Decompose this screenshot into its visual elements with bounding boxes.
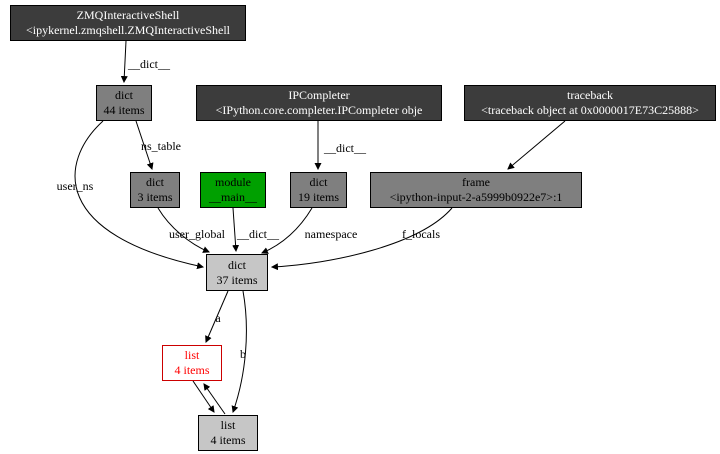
edge-dict37-to-lista	[205, 290, 229, 343]
node-traceback: traceback <traceback object at 0x0000017…	[464, 85, 716, 121]
edge-label-dict-ipc: __dict__	[323, 141, 367, 155]
edge-dict3-to-dict37	[157, 207, 210, 253]
edge-label-dict-module: __dict__	[236, 227, 280, 241]
node-dict-19-items: dict 19 items	[290, 172, 347, 208]
node-title: module	[215, 175, 251, 189]
edge-module-to-dict37	[232, 207, 240, 253]
edge-label-a: a	[215, 311, 221, 325]
node-subtitle: 3 items	[137, 190, 173, 204]
node-title: list	[184, 348, 200, 362]
node-subtitle: <ipython-input-2-a5999b0922e7>:1	[389, 190, 563, 204]
node-title: traceback	[567, 88, 613, 102]
node-title: dict	[146, 175, 164, 189]
node-subtitle: <traceback object at 0x0000017E73C25888>	[481, 103, 699, 117]
edge-traceback-to-frame	[507, 120, 566, 170]
edge-dict44-to-dict3	[135, 120, 154, 170]
node-subtitle: 4 items	[174, 363, 210, 377]
edge-label-b: b	[240, 347, 246, 361]
edge-label-ns-table: ns_table	[141, 139, 181, 153]
node-dict-44-items: dict 44 items	[96, 85, 152, 121]
edge-label-user-ns: user_ns	[57, 179, 94, 193]
node-title: dict	[115, 88, 133, 102]
node-zmqinteractiveshell: ZMQInteractiveShell <ipykernel.zmqshell.…	[10, 5, 246, 41]
node-list-b-4-items: list 4 items	[198, 415, 258, 451]
node-title: frame	[462, 175, 490, 189]
edge-dict19-to-dict37	[261, 207, 313, 254]
edge-label-f-locals: f_locals	[402, 227, 440, 241]
node-title: dict	[228, 257, 246, 272]
edge-label-dict: __dict__	[127, 57, 171, 71]
node-subtitle: 19 items	[298, 190, 339, 204]
node-subtitle: <ipykernel.zmqshell.ZMQInteractiveShell	[25, 23, 231, 37]
node-dict-3-items: dict 3 items	[130, 172, 180, 208]
edge-label-user-global: user_global	[169, 227, 226, 241]
node-title: IPCompleter	[288, 88, 350, 102]
edge-lista-to-listb	[192, 380, 215, 413]
node-subtitle: 37 items	[216, 272, 258, 287]
node-subtitle: <IPython.core.completer.IPCompleter obje	[215, 103, 423, 117]
node-subtitle: 44 items	[103, 103, 145, 117]
edge-zmq-to-dict44	[120, 40, 128, 84]
edge-frame-to-dict37	[270, 207, 453, 271]
node-ipcompleter: IPCompleter <IPython.core.completer.IPCo…	[196, 85, 442, 121]
node-module-main: module __main__	[200, 172, 266, 208]
node-frame: frame <ipython-input-2-a5999b0922e7>:1	[370, 172, 582, 208]
node-subtitle: 4 items	[210, 433, 246, 447]
node-dict-37-items: dict 37 items	[206, 254, 268, 291]
edge-listb-to-lista	[203, 383, 226, 415]
node-list-a-4-items: list 4 items	[162, 345, 222, 381]
node-title: list	[220, 418, 236, 432]
edge-label-namespace: namespace	[305, 227, 358, 241]
edge-dict37-to-listb	[231, 290, 247, 413]
node-title: ZMQInteractiveShell	[76, 8, 180, 22]
node-subtitle: __main__	[209, 190, 257, 204]
node-title: dict	[309, 175, 328, 189]
